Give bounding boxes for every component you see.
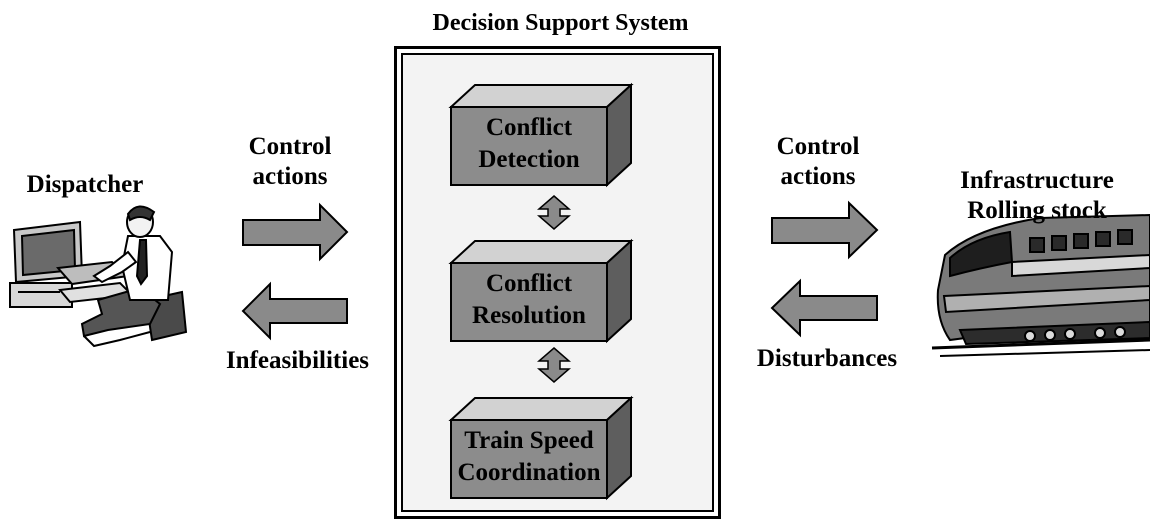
label-line1: Infrastructure [960,167,1114,194]
arrow-infeasibilities-to-dispatcher [241,281,348,341]
infeasibilities-label: Infeasibilities [225,347,370,374]
label-line1: Control [776,133,860,160]
dispatcher-label: Dispatcher [26,171,144,198]
module-line1: Train Speed [464,427,594,454]
dispatcher-at-computer-icon [9,205,188,348]
dss-title: Decision Support System [432,10,689,36]
module-line2: Resolution [472,302,586,329]
arrow-disturbances-to-dss [770,278,878,338]
arrow-control-actions-to-train [771,200,879,260]
label-line2: actions [780,163,856,190]
module-label-conflict-resolution: Conflict Resolution [451,268,607,332]
left-control-actions-label: Control actions [220,132,360,192]
module-line2: Coordination [457,459,601,486]
disturbances-label: Disturbances [756,345,898,372]
label-line2: actions [252,163,328,190]
right-control-actions-label: Control actions [748,132,888,192]
label-line2: Rolling stock [967,197,1107,224]
arrow-control-actions-to-dss [242,202,349,262]
module-label-train-speed-coordination: Train Speed Coordination [451,425,607,489]
module-line1: Conflict [485,270,573,297]
module-line1: Conflict [485,114,573,141]
module-label-conflict-detection: Conflict Detection [451,112,607,176]
train-icon [931,213,1150,357]
module-line2: Detection [478,146,580,173]
infrastructure-rolling-stock-label: Infrastructure Rolling stock [932,166,1142,226]
label-line1: Control [248,133,332,160]
